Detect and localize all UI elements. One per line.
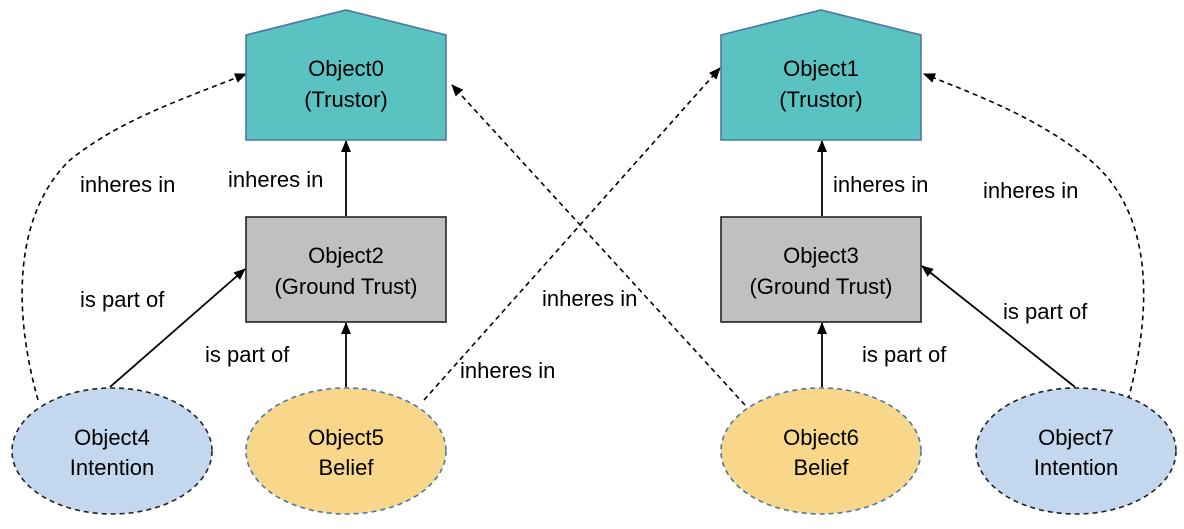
node-object6[interactable]: Object6 Belief [720,387,922,515]
edge-label-o7-o1: inheres in [983,178,1078,203]
node-object2-role: (Ground Trust) [274,274,417,299]
edge-label-o2-o0: inheres in [228,167,323,192]
edge-label-o3-o1: inheres in [833,172,928,197]
edge-label-o5-o1: inheres in [460,358,555,383]
node-object7-role: Intention [1034,455,1118,480]
edge-label-o4-o0: inheres in [80,172,175,197]
node-object1-role: (Trustor) [779,87,863,112]
node-object3-role: (Ground Trust) [749,274,892,299]
edge-label-o7-o3: is part of [1003,299,1088,324]
node-object3[interactable]: Object3 (Ground Trust) [720,216,922,323]
node-object5-role: Belief [318,455,374,480]
node-object1-name: Object1 [783,56,859,81]
node-object4[interactable]: Object4 Intention [11,387,213,515]
node-object4-role: Intention [70,455,154,480]
node-object2[interactable]: Object2 (Ground Trust) [245,216,447,323]
node-object2-name: Object2 [308,243,384,268]
node-object7-name: Object7 [1038,425,1114,450]
node-object1[interactable]: Object1 (Trustor) [720,9,922,141]
edge-label-o6-o3: is part of [862,342,947,367]
node-object0[interactable]: Object0 (Trustor) [245,9,447,141]
edge-object5-to-object1 [423,67,721,401]
edge-object6-to-object0 [451,84,746,406]
node-object0-name: Object0 [308,56,384,81]
edge-label-o5-o2: is part of [205,342,290,367]
edge-label-o6-o0: inheres in [542,286,637,311]
edge-object4-to-object2 [109,268,246,388]
node-object6-role: Belief [793,455,849,480]
edge-object7-to-object3 [921,265,1076,388]
edge-object4-to-object0 [21,73,247,401]
node-object7[interactable]: Object7 Intention [975,387,1177,515]
node-object4-name: Object4 [74,425,150,450]
node-object3-name: Object3 [783,243,859,268]
edge-object7-to-object1 [923,73,1145,401]
edge-label-o4-o2: is part of [80,287,165,312]
node-object6-name: Object6 [783,425,859,450]
node-object5[interactable]: Object5 Belief [245,387,447,515]
node-object5-name: Object5 [308,425,384,450]
node-object0-role: (Trustor) [304,87,388,112]
